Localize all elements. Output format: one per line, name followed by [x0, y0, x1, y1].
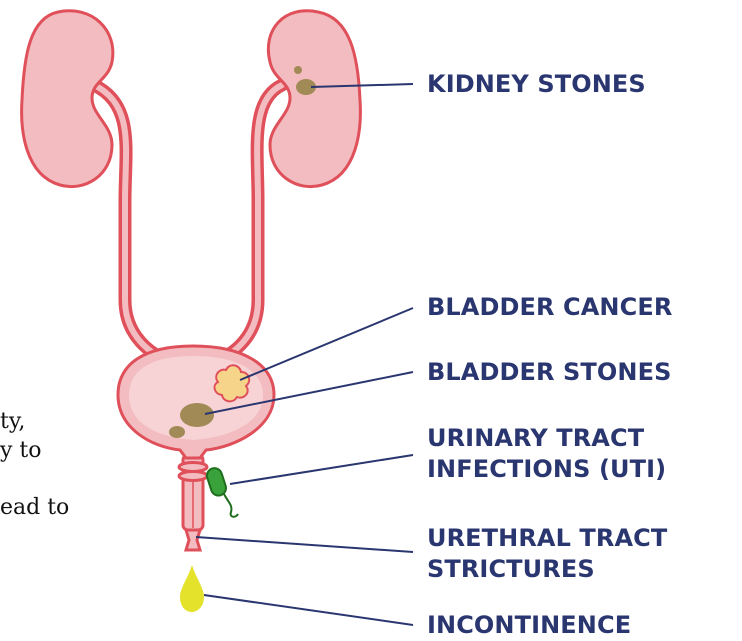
- kidney-stone-small: [294, 66, 302, 74]
- label-incontinence-text: INCONTINENCE: [427, 610, 631, 641]
- urethra: [179, 455, 207, 550]
- bacteria-icon: [205, 466, 238, 517]
- label-kidney-stones: KIDNEY STONES: [427, 69, 646, 100]
- clipped-text-line-3: ead to: [0, 495, 69, 520]
- label-bladder-stones-text: BLADDER STONES: [427, 357, 671, 388]
- leader-bladder-cancer: [240, 308, 413, 380]
- stricture-neck: [186, 530, 200, 550]
- right-ureter-inner: [212, 85, 282, 362]
- clipped-text-line-1: ty,: [0, 409, 25, 434]
- leader-incontinence: [204, 595, 413, 625]
- right-kidney: [268, 11, 360, 187]
- urine-droplet: [180, 565, 204, 612]
- bladder-stone-large: [180, 403, 214, 427]
- label-bladder-cancer: BLADDER CANCER: [427, 292, 672, 323]
- label-strictures-line2: STRICTURES: [427, 554, 667, 585]
- label-strictures: URETHRAL TRACT STRICTURES: [427, 523, 667, 585]
- clipped-text-line-2: y to: [0, 438, 42, 463]
- leader-uti: [230, 455, 413, 484]
- label-uti-line1: URINARY TRACT: [427, 423, 666, 454]
- label-strictures-line1: URETHRAL TRACT: [427, 523, 667, 554]
- label-incontinence: INCONTINENCE: [427, 610, 631, 641]
- right-ureter: [212, 85, 282, 362]
- left-kidney: [22, 11, 113, 187]
- label-bladder-cancer-text: BLADDER CANCER: [427, 292, 672, 323]
- ureters: [94, 85, 282, 362]
- label-bladder-stones: BLADDER STONES: [427, 357, 671, 388]
- leader-strictures: [196, 537, 413, 552]
- sphincter-ring-2: [179, 472, 207, 481]
- label-uti-line2: INFECTIONS (UTI): [427, 454, 666, 485]
- label-kidney-stones-text: KIDNEY STONES: [427, 69, 646, 100]
- label-uti: URINARY TRACT INFECTIONS (UTI): [427, 423, 666, 485]
- bladder-stone-small: [169, 426, 185, 438]
